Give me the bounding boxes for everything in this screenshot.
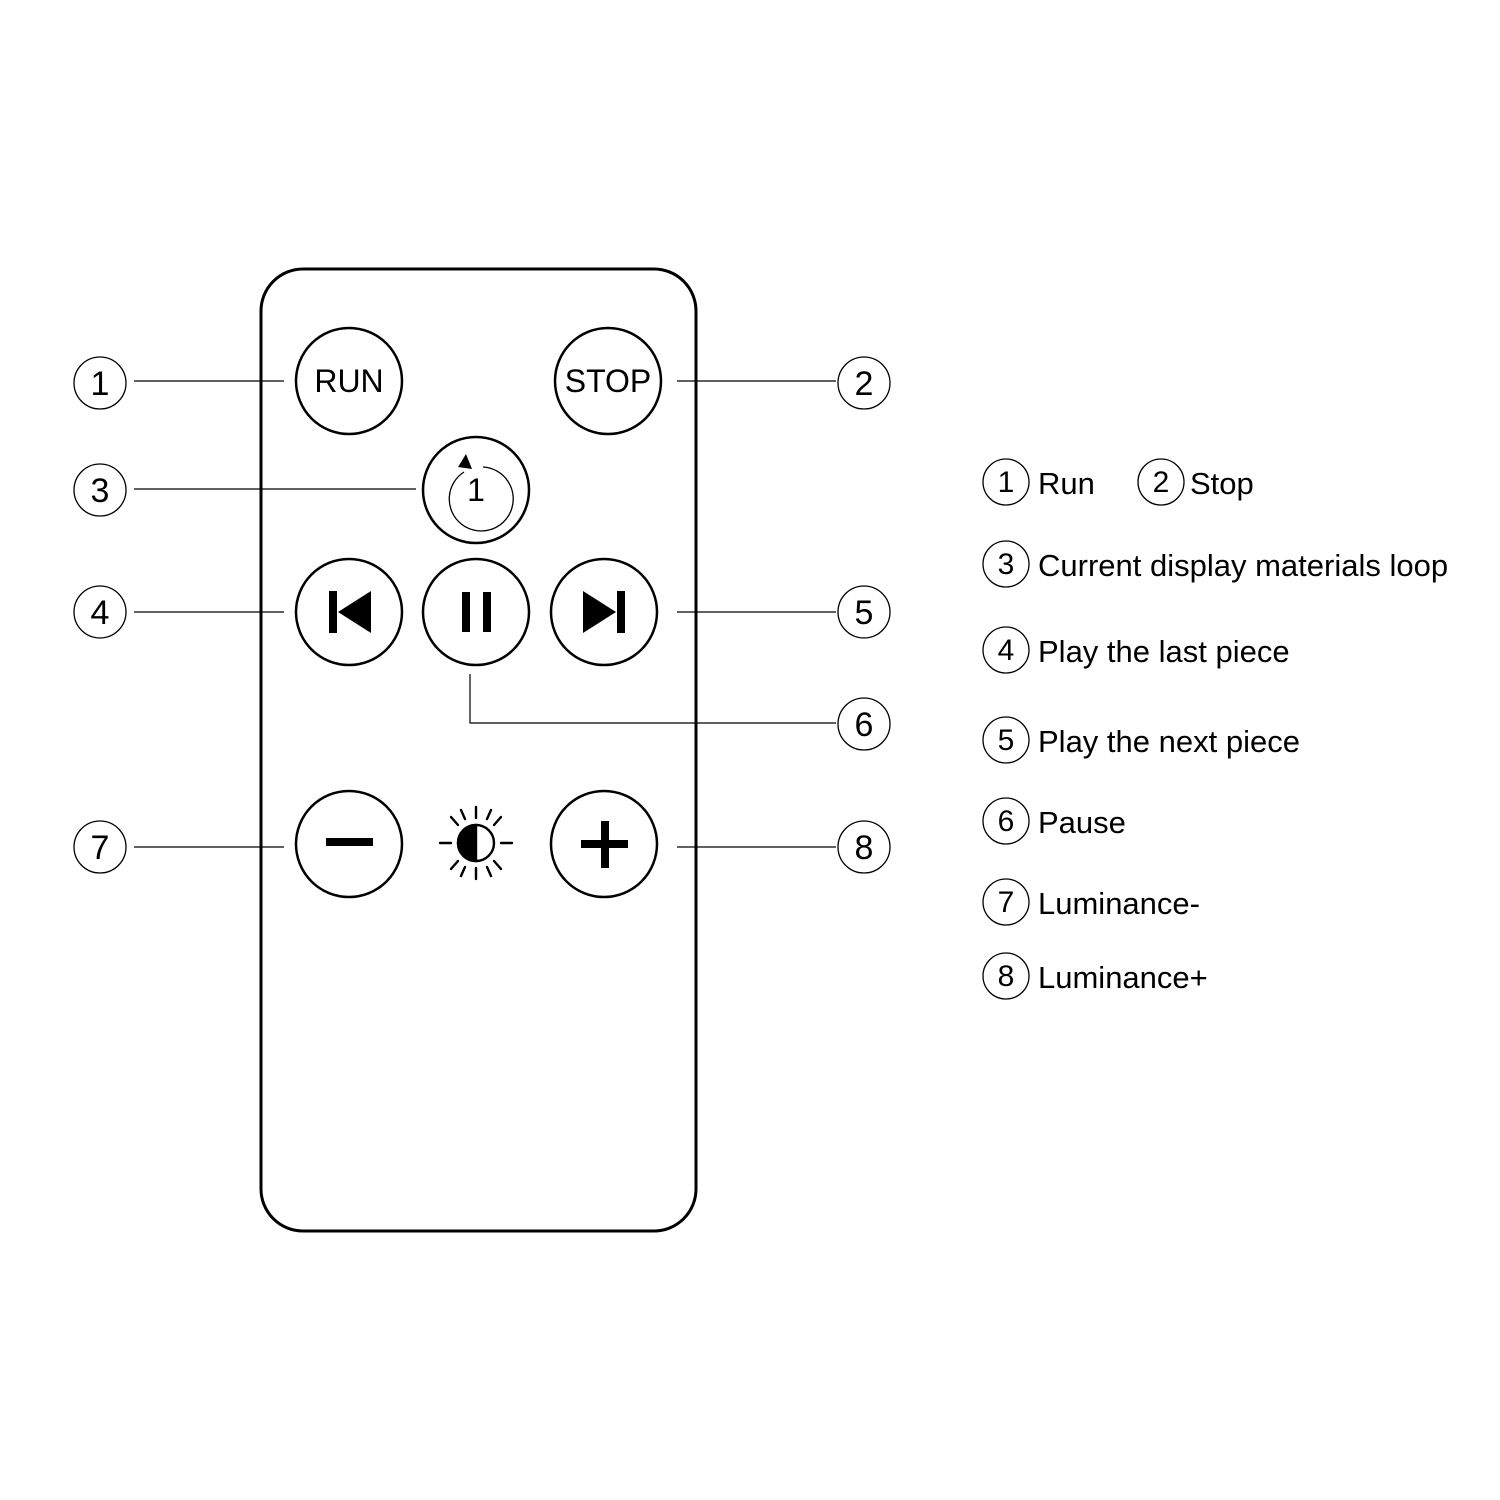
- legend-label: Play the last piece: [1038, 634, 1290, 669]
- callout-number: 1: [91, 365, 110, 403]
- pause-button[interactable]: [421, 557, 531, 667]
- legend-item-luminance-minus: 7 Luminance-: [982, 878, 1200, 926]
- loop-one-label: 1: [467, 472, 485, 508]
- callout-number: 8: [855, 829, 874, 867]
- minus-icon: [326, 838, 373, 846]
- previous-button[interactable]: [294, 557, 404, 667]
- legend-number: 2: [1153, 466, 1170, 499]
- loop-one-icon: 1: [448, 454, 514, 532]
- plus-icon: [581, 821, 628, 868]
- remote-body: [259, 267, 698, 1233]
- run-button[interactable]: RUN: [294, 326, 404, 436]
- legend-label: Stop: [1190, 466, 1254, 501]
- skip-previous-icon: [329, 591, 371, 633]
- run-button-label: RUN: [314, 363, 383, 399]
- callout-1: 1: [73, 356, 127, 410]
- legend-number: 4: [998, 634, 1015, 667]
- callout-number: 5: [855, 594, 874, 632]
- legend-label: Luminance+: [1038, 960, 1208, 995]
- callout-number: 7: [91, 829, 110, 867]
- legend-item-run: 1 Run: [982, 458, 1095, 506]
- brightness-icon: [438, 805, 514, 881]
- callout-number: 2: [855, 365, 874, 403]
- callout-4: 4: [73, 585, 127, 639]
- callout-3: 3: [73, 463, 127, 517]
- legend-number: 3: [998, 548, 1015, 581]
- legend-label: Current display materials loop: [1038, 548, 1448, 583]
- callout-7: 7: [73, 820, 127, 874]
- skip-next-icon: [583, 591, 625, 633]
- legend: 1 Run 2 Stop 3 Current display materials…: [982, 458, 1448, 1000]
- loop-button[interactable]: 1: [421, 435, 531, 545]
- callout-number: 3: [91, 472, 110, 510]
- legend-item-next: 5 Play the next piece: [982, 716, 1300, 764]
- legend-item-stop: 2 Stop: [1137, 458, 1254, 506]
- callout-number: 4: [91, 594, 110, 632]
- legend-label: Pause: [1038, 805, 1126, 840]
- legend-label: Luminance-: [1038, 886, 1200, 921]
- legend-item-loop: 3 Current display materials loop: [982, 540, 1448, 588]
- callout-number: 6: [855, 706, 874, 744]
- luminance-plus-button[interactable]: [549, 789, 659, 899]
- stop-button-label: STOP: [565, 363, 652, 399]
- leader-lines: [134, 380, 836, 848]
- legend-label: Play the next piece: [1038, 724, 1300, 759]
- legend-label: Run: [1038, 466, 1095, 501]
- legend-number: 6: [998, 805, 1015, 838]
- pause-icon: [462, 592, 491, 632]
- legend-item-previous: 4 Play the last piece: [982, 626, 1290, 674]
- legend-number: 8: [998, 960, 1015, 993]
- next-button[interactable]: [549, 557, 659, 667]
- luminance-minus-button[interactable]: [294, 789, 404, 899]
- callout-8: 8: [837, 820, 891, 874]
- stop-button[interactable]: STOP: [553, 326, 663, 436]
- legend-item-luminance-plus: 8 Luminance+: [982, 952, 1208, 1000]
- legend-number: 1: [998, 466, 1015, 499]
- legend-item-pause: 6 Pause: [982, 797, 1126, 845]
- callout-2: 2: [837, 356, 891, 410]
- legend-number: 7: [998, 886, 1015, 919]
- callout-5: 5: [837, 585, 891, 639]
- callout-6: 6: [837, 697, 891, 751]
- legend-number: 5: [998, 724, 1015, 757]
